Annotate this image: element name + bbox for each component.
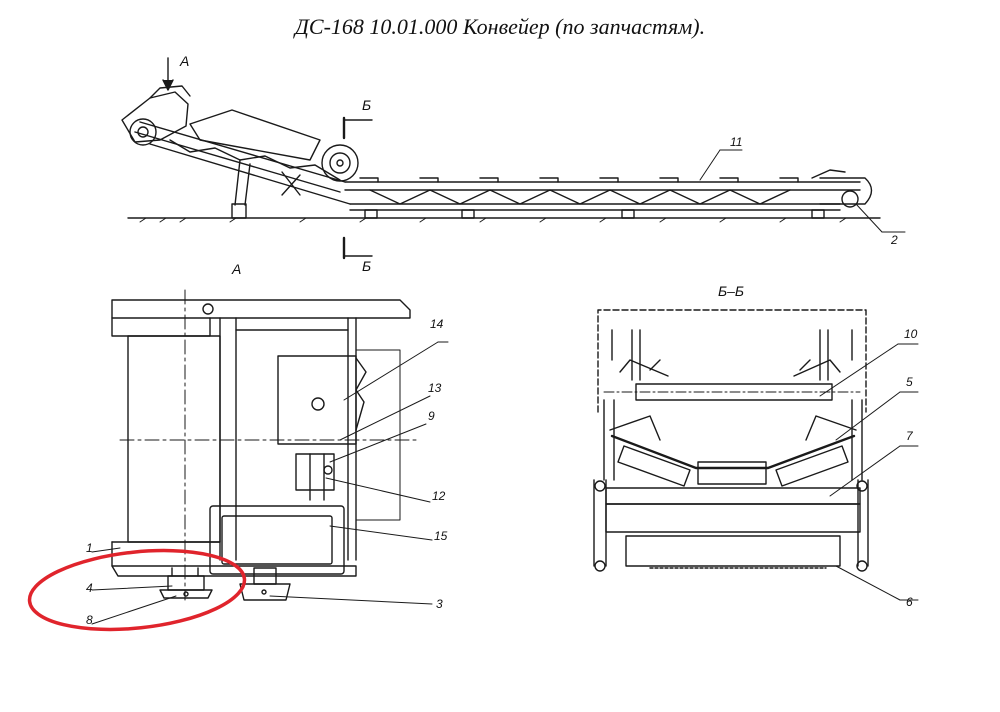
top-frame-bar bbox=[111, 299, 411, 319]
part-label-7: 7 bbox=[906, 429, 914, 443]
ground-hatch bbox=[139, 217, 847, 223]
section-bb-title: Б–Б bbox=[718, 283, 744, 299]
part-label-5: 5 bbox=[906, 375, 913, 389]
part-label-1: 1 bbox=[86, 541, 93, 555]
view-a-arrow-label: А bbox=[179, 53, 189, 69]
coupling-12 bbox=[295, 453, 335, 491]
horizontal-frame bbox=[344, 177, 861, 219]
part-label-8: 8 bbox=[86, 613, 93, 627]
view-a bbox=[91, 289, 449, 625]
section-mark-bottom bbox=[342, 236, 373, 260]
top-frame-shaft bbox=[111, 317, 211, 337]
view-a-title: А bbox=[231, 261, 241, 277]
view-a-leaders bbox=[91, 341, 449, 625]
part-label-3: 3 bbox=[436, 597, 443, 611]
cover-outline bbox=[597, 309, 867, 413]
part-label-4: 4 bbox=[86, 581, 93, 595]
drawing-title: ДС-168 10.01.000 Конвейер (по запчастям)… bbox=[294, 14, 706, 39]
trough-idlers-5 bbox=[609, 415, 857, 487]
motor-15 bbox=[209, 505, 345, 575]
upper-roller-10 bbox=[603, 359, 861, 401]
view-a-arrow bbox=[162, 57, 174, 91]
part-label-14: 14 bbox=[430, 317, 444, 331]
part-label-11: 11 bbox=[730, 135, 742, 149]
return-roller-6 bbox=[605, 503, 861, 569]
support-4-8 bbox=[159, 567, 213, 599]
highlight-ellipse bbox=[27, 548, 247, 632]
side-leaders bbox=[699, 149, 906, 233]
bottom-frame-bar bbox=[111, 565, 357, 577]
side-view: А bbox=[121, 53, 906, 274]
part-label-9: 9 bbox=[428, 409, 435, 423]
gearbox-14 bbox=[277, 355, 357, 445]
head-drum bbox=[127, 335, 221, 543]
support-3 bbox=[239, 567, 291, 601]
drive-pulley bbox=[321, 144, 359, 182]
part-label-13: 13 bbox=[428, 381, 442, 395]
feed-hopper bbox=[121, 85, 191, 146]
section-mark-top bbox=[342, 116, 373, 140]
section-bb bbox=[593, 309, 919, 601]
inclined-frame bbox=[134, 109, 351, 219]
part-label-2: 2 bbox=[890, 233, 898, 247]
part-label-6: 6 bbox=[906, 595, 913, 609]
section-mark-bottom-label: Б bbox=[362, 258, 371, 274]
section-mark-top-label: Б bbox=[362, 97, 371, 113]
tail-pulley bbox=[811, 169, 873, 208]
section-leaders bbox=[819, 343, 919, 601]
cross-beam-7 bbox=[605, 487, 861, 505]
part-label-15: 15 bbox=[434, 529, 448, 543]
belt bbox=[610, 434, 856, 470]
part-label-12: 12 bbox=[432, 489, 446, 503]
part-label-10: 10 bbox=[904, 327, 918, 341]
